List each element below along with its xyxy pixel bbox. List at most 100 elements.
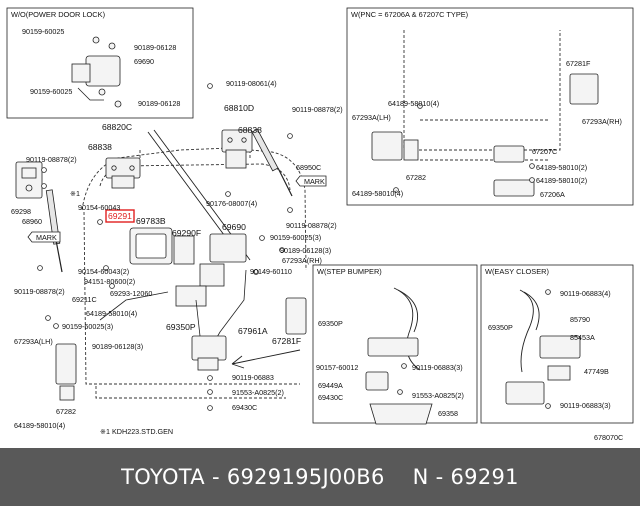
panel-easy-closer-frame (480, 264, 634, 424)
part-label: 90149-60110 (250, 267, 292, 276)
easy-closer-cable (519, 289, 540, 373)
part-label: 69211C (72, 295, 97, 304)
part-label: 67282 (56, 407, 76, 416)
part-label: 90119-06883(3) (560, 401, 611, 410)
part-label: 67293A(RH) (282, 256, 322, 265)
footer-bar: TOYOTA - 6929195J00B6 N - 69291 (0, 448, 640, 506)
part-label: 90119-08878(2) (286, 221, 337, 230)
direction-arrow (231, 349, 301, 369)
part-label: 90119-06883 (232, 373, 274, 382)
part-label: 85453A (570, 333, 595, 342)
part-label: 90154-60043 (78, 203, 120, 212)
window-opening (99, 163, 291, 191)
part-label: 68960 (22, 217, 42, 226)
part-label: 67282 (406, 173, 426, 182)
part-label: 90189-06128(3) (92, 342, 143, 351)
footer-brand: TOYOTA (121, 465, 205, 489)
footer-part-group: N - 69291 (413, 465, 519, 489)
step-bumper-cable (393, 287, 421, 371)
damper-stay-left (45, 189, 63, 273)
footer-prefix: N (412, 465, 429, 489)
part-label: 90119-08878(2) (14, 287, 65, 296)
step-bumper-parts (365, 337, 433, 425)
footer-part-name: 69291 (450, 465, 519, 489)
footer-separator: - (211, 465, 220, 489)
mark-tag-left (27, 231, 61, 243)
part-label: 69350P (318, 319, 343, 328)
mark-label-left: MARK (36, 233, 57, 242)
footer-brand-group: TOYOTA - 6929195J00B6 (121, 465, 384, 489)
part-label: 64189-58010(2) (536, 176, 587, 185)
bottom-lock (191, 335, 227, 371)
part-label: 69430C (318, 393, 343, 402)
part-label: 64189-58010(4) (86, 309, 137, 318)
part-label: 90159-60025 (30, 87, 72, 96)
part-label: 69690 (222, 222, 246, 232)
part-label: 90159-60025(3) (62, 322, 113, 331)
exploded-parts-diagram: W/O(POWER DOOR LOCK) W(PNC = 67206A & 67… (6, 7, 634, 442)
bolts (37, 83, 293, 411)
part-label: 85790 (570, 315, 590, 324)
part-label: 67281F (566, 59, 591, 68)
part-label: 67293A(RH) (582, 117, 622, 126)
part-label: 64189-58010(4) (352, 189, 403, 198)
highlight-box (105, 209, 135, 223)
panel-pnc-type-frame (346, 7, 634, 206)
footer-separator: - (435, 465, 444, 489)
pnc-parts (371, 73, 599, 197)
part-label: 90154-60043(2) (78, 267, 129, 276)
part-label: 90119-06883(4) (560, 289, 611, 298)
part-label: 90189-06128(3) (280, 246, 331, 255)
part-label: 90119-06883(3) (412, 363, 463, 372)
easy-closer-parts (505, 289, 581, 409)
panel-title-step-bumper: W(STEP BUMPER) (317, 267, 382, 276)
footnote: ※1 KDH223.STD.GEN (100, 427, 173, 436)
part-label: 67961A (238, 326, 268, 336)
part-label: 69293-12060 (110, 289, 152, 298)
striker-right (285, 297, 307, 335)
part-label: 69290F (172, 228, 201, 238)
part-label: 90119-08061(4) (226, 79, 277, 88)
footer-caption: TOYOTA - 6929195J00B6 N - 69291 (0, 448, 640, 506)
part-label: 69690 (134, 57, 154, 66)
part-label: 69350P (166, 322, 196, 332)
panel-title-power-door-lock: W/O(POWER DOOR LOCK) (11, 10, 105, 19)
part-label: 69449A (318, 381, 343, 390)
hinge-left (105, 157, 141, 189)
power-lock-art (71, 36, 122, 108)
damper-stay-right (251, 128, 293, 197)
part-label: 68838 (88, 142, 112, 152)
part-label: 90119-08878(2) (292, 105, 343, 114)
part-label: 69350P (488, 323, 513, 332)
part-label: 90157-60012 (316, 363, 358, 372)
part-label: 47749B (584, 367, 609, 376)
part-label: 90189-06128 (134, 43, 176, 52)
part-label: 67293A(LH) (14, 337, 53, 346)
part-label: 91553-A0825(2) (412, 391, 464, 400)
part-label: 90176-08007(4) (206, 199, 257, 208)
part-label: 91553-A0825(2) (232, 388, 284, 397)
part-label: 90189-06128 (138, 99, 180, 108)
diagram-code: 678070C (594, 433, 623, 442)
mark-label-right: MARK (304, 177, 325, 186)
highlighted-part-label: 69291 (108, 211, 132, 221)
part-label: 90159-60025 (22, 27, 64, 36)
part-label: 67293A(LH) (352, 113, 391, 122)
part-label: 68810D (224, 103, 254, 113)
part-label: 64189-58010(4) (388, 99, 439, 108)
striker-left (55, 343, 77, 401)
part-label: 67281F (272, 336, 301, 346)
part-label: 69430C (232, 403, 257, 412)
panel-title-easy-closer: W(EASY CLOSER) (485, 267, 549, 276)
callout-star: ※1 (70, 189, 80, 198)
part-label: 68838 (238, 125, 262, 135)
part-label: 90159-60025(3) (270, 233, 321, 242)
part-label: 68950C (296, 163, 321, 172)
part-label: 67206A (540, 190, 565, 199)
part-label: 69358 (438, 409, 458, 418)
part-label: 69783B (136, 216, 166, 226)
part-label: 67207C (532, 147, 557, 156)
part-label: 68820C (102, 122, 132, 132)
part-label: 94151-80600(2) (84, 277, 135, 286)
